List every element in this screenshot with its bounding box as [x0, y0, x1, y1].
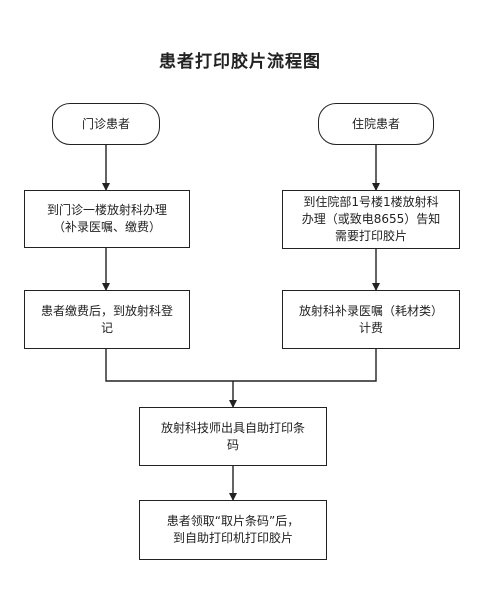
final-step-node: 患者领取“取片条码”后，到自助打印机打印胶片	[139, 500, 327, 560]
outpatient-step1-node: 到门诊一楼放射科办理（补录医嘱、缴费）	[24, 190, 190, 248]
merge-line	[105, 349, 377, 382]
inpatient-step2-node: 放射科补录医嘱（耗材类）计费	[282, 290, 460, 349]
inpatient-start-node: 住院患者	[318, 103, 434, 145]
outpatient-step2-node: 患者缴费后，到放射科登记	[24, 290, 190, 349]
merge-step-node: 放射科技师出具自助打印条码	[139, 407, 327, 466]
page-title: 患者打印胶片流程图	[159, 52, 321, 72]
inpatient-step1-node: 到住院部1号楼1楼放射科办理（或致电8655）告知需要打印胶片	[282, 190, 460, 249]
outpatient-start-node: 门诊患者	[52, 103, 160, 145]
